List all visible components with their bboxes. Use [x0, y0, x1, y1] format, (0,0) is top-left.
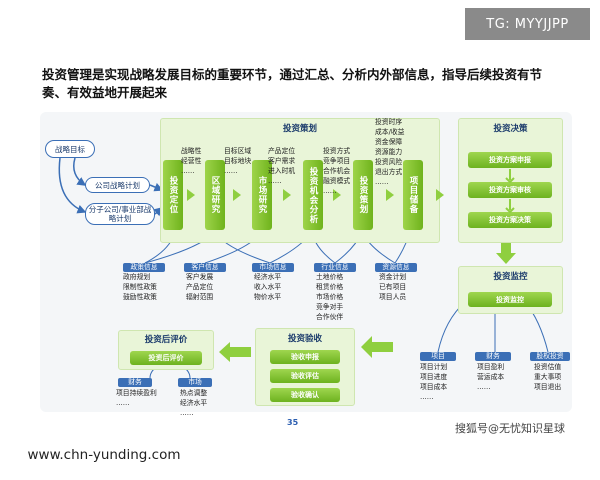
- down-arrow-icon: [496, 243, 516, 264]
- arrow-right-icon: [233, 189, 241, 201]
- intro-text: 投资管理是实现战略发展目标的重要环节，通过汇总、分析内外部信息，指导后续投资有节…: [42, 67, 543, 100]
- note-market: 产品定位 客户需求 进入时机 ……: [268, 147, 296, 185]
- watermark-tg: TG: MYYJJPP: [465, 8, 590, 40]
- decision-down-arrows: [505, 169, 515, 214]
- note-positioning: 战略性 经营性 ……: [181, 147, 202, 175]
- watermark-sohu: 搜狐号@无忧知识星球: [455, 422, 565, 435]
- decision-approve-button[interactable]: 投资方案决策: [468, 212, 552, 228]
- step-positioning: 投资定位: [163, 160, 183, 230]
- decision-review-button[interactable]: 投资方案审核: [468, 182, 552, 198]
- step-region-research: 区域研究: [205, 160, 225, 230]
- subsidiary-strategy-plan: 分子公司/事业部战略计划: [85, 203, 155, 225]
- arrow-right-icon: [386, 189, 394, 201]
- page-number: 35: [287, 418, 299, 427]
- strategy-goal: 战略目标: [45, 140, 95, 158]
- arrow-right-icon: [436, 189, 444, 201]
- arrow-right-icon: [187, 189, 195, 201]
- info-industry-items: 土地价格 租赁价格 市场价格 竞争对手 合作伙伴: [316, 273, 344, 321]
- info-policy-items: 政府规划 限制性政策 鼓励性政策: [123, 273, 157, 301]
- monitor-project-title: 项目: [420, 352, 456, 361]
- step-opportunity-analysis: 投资机会分析: [303, 160, 323, 230]
- monitor-equity-items: 投资估值 重大事项 项目退出: [534, 363, 562, 391]
- info-industry-title: 行业信息: [314, 263, 356, 272]
- review-title: 投资后评价: [144, 335, 188, 345]
- company-strategy-plan: 公司战略计划: [85, 177, 150, 193]
- note-planning: 投资时序 成本/收益 资金保障 资源能力 投资风险 退出方式 ……: [375, 118, 405, 186]
- info-customer-items: 客户发展 产品定位 辐射范围: [186, 273, 214, 301]
- monitor-finance-title: 财务: [475, 352, 511, 361]
- review-market-items: 热点调整 经济水平 ……: [180, 389, 208, 417]
- review-finance-title: 财务: [118, 378, 152, 387]
- step-investment-planning: 投资策划: [353, 160, 373, 230]
- acceptance-title: 投资验收: [287, 334, 322, 344]
- note-opportunity: 投资方式 竞争项目 合作机会 融资模式 ……: [323, 147, 351, 195]
- info-resource-items: 资金计划 已有项目 项目人员: [379, 273, 407, 301]
- info-market-items: 经济水平 收入水平 物价水平: [254, 273, 282, 301]
- review-button[interactable]: 投资后评价: [130, 351, 202, 365]
- monitor-equity-title: 股权投资: [530, 352, 570, 361]
- acceptance-apply-button[interactable]: 验收申报: [270, 350, 340, 364]
- monitor-title: 投资监控: [493, 272, 528, 282]
- info-resource-title: 资源信息: [375, 263, 417, 272]
- review-finance-items: 项目持续盈利 ……: [116, 389, 157, 407]
- planning-title: 投资策划: [282, 124, 317, 134]
- monitor-project-items: 项目计划 项目进度 项目成本 ……: [420, 363, 448, 401]
- arrow-right-icon: [283, 189, 291, 201]
- decision-title: 投资决策: [493, 124, 528, 134]
- review-market-title: 市场: [178, 378, 212, 387]
- step-market-research: 市场研究: [252, 160, 272, 230]
- arrow-right-icon: [333, 189, 341, 201]
- decision-apply-button[interactable]: 投资方案申报: [468, 152, 552, 168]
- left-arrow-icon: [219, 342, 251, 362]
- watermark-site: www.chn-yunding.com: [6, 439, 202, 471]
- note-region: 目标区域 目标地块 ……: [224, 147, 252, 175]
- acceptance-confirm-button[interactable]: 验收确认: [270, 388, 340, 402]
- acceptance-assess-button[interactable]: 验收评估: [270, 369, 340, 383]
- info-policy-title: 政策信息: [123, 263, 165, 272]
- monitor-button[interactable]: 投资监控: [468, 292, 552, 307]
- step-project-reserve: 项目储备: [403, 160, 423, 230]
- info-customer-title: 客户信息: [184, 263, 226, 272]
- left-arrow-icon: [361, 336, 393, 358]
- info-market-title: 市场信息: [252, 263, 294, 272]
- monitor-finance-items: 项目盈利 营运成本 ……: [477, 363, 505, 391]
